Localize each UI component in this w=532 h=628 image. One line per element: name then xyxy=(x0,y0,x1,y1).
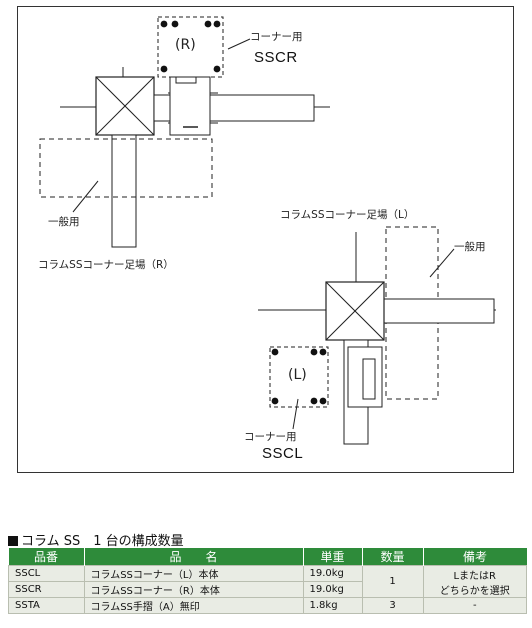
table-row: SSCL コラムSSコーナー（L）本体 19.0kg 1 LまたはR どちらかを選… xyxy=(8,565,527,598)
dot xyxy=(310,348,318,356)
dot xyxy=(271,348,279,356)
table-row: SSCR コラムSSコーナー（R）本体 19.0kg xyxy=(8,581,527,598)
header-note: 備考 xyxy=(422,548,527,566)
dot xyxy=(213,65,221,73)
general-label-top: 一般用 xyxy=(48,216,80,228)
cell-name: コラムSSコーナー（R）本体 xyxy=(83,581,304,598)
bracket-top xyxy=(169,76,211,136)
parts-table: 品番 品 名 単重 数量 備考 SSCL コラムSSコーナー（L）本体 19.0… xyxy=(8,548,527,614)
corner-box-l xyxy=(269,346,329,408)
table-title: コラム SS 1 台の構成数量 xyxy=(8,530,184,549)
caption-r: コラムSSコーナー足場（R） xyxy=(38,259,174,271)
scaffold-diagram xyxy=(39,16,496,445)
cell-qty-merged: 1 xyxy=(361,565,424,598)
cell-code: SSTA xyxy=(8,597,85,614)
header-qty: 数量 xyxy=(361,548,423,566)
dot xyxy=(310,397,318,405)
cell-weight: 1.8kg xyxy=(302,597,363,614)
code-sscr: SSCR xyxy=(254,49,298,66)
mark-r: (R) xyxy=(175,37,196,53)
cell-name: コラムSS手摺（A）無印 xyxy=(83,597,304,614)
cell-qty: 3 xyxy=(361,597,424,614)
general-label-bottom: 一般用 xyxy=(454,241,486,253)
mark-l: (L) xyxy=(288,367,307,383)
cell-weight: 19.0kg xyxy=(302,581,363,598)
dot xyxy=(160,20,168,28)
square-bullet-icon xyxy=(8,536,18,546)
dot xyxy=(204,20,212,28)
plank-top-vertical xyxy=(111,134,137,248)
cell-note: - xyxy=(422,597,527,614)
general-box-top xyxy=(39,138,213,198)
header-name: 品 名 xyxy=(83,548,303,566)
dot xyxy=(160,65,168,73)
code-sscl: SSCL xyxy=(262,445,304,462)
corner-label-top: コーナー用 xyxy=(250,31,303,43)
cell-code: SSCR xyxy=(8,581,85,598)
caption-l: コラムSSコーナー足場（L） xyxy=(280,209,415,221)
note-line1: LまたはR xyxy=(453,570,497,582)
note-line2: どちらかを選択 xyxy=(439,585,510,597)
cell-code: SSCL xyxy=(8,565,85,582)
cell-name: コラムSSコーナー（L）本体 xyxy=(83,565,304,582)
cell-weight: 19.0kg xyxy=(302,565,363,582)
dot xyxy=(271,397,279,405)
diagram-frame: (R) コーナー用 SSCR 一般用 コラムSSコーナー足場（R） コラムSSコ… xyxy=(17,6,514,473)
cell-note-merged: LまたはR どちらかを選択 xyxy=(422,565,527,598)
corner-label-bottom: コーナー用 xyxy=(244,431,297,443)
dot xyxy=(171,20,179,28)
header-code: 品番 xyxy=(8,548,84,566)
dot xyxy=(319,348,327,356)
table-row: SSTA コラムSS手摺（A）無印 1.8kg 3 - xyxy=(8,597,527,614)
dot xyxy=(213,20,221,28)
dot xyxy=(319,397,327,405)
table-header-row: 品番 品 名 単重 数量 備考 xyxy=(8,548,527,566)
header-weight: 単重 xyxy=(302,548,362,566)
